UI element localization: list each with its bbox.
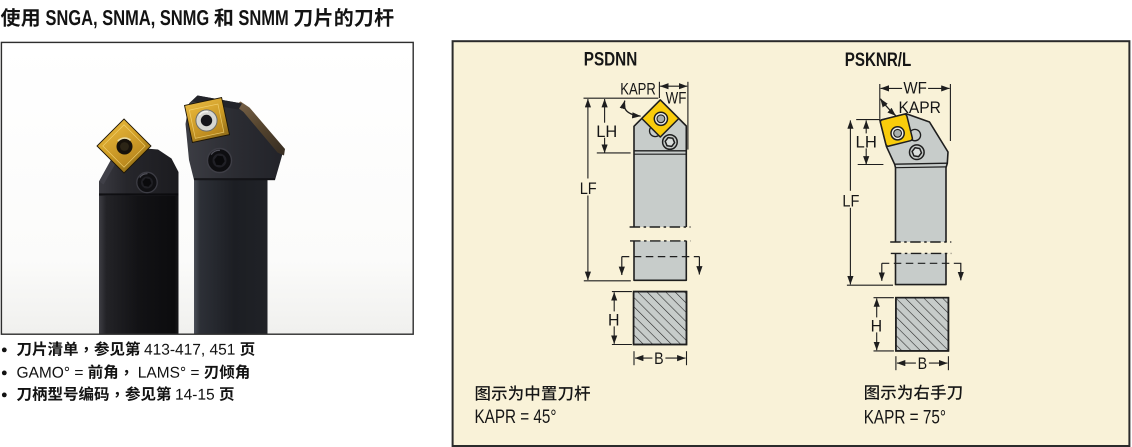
- label-b: B: [654, 349, 664, 368]
- screw-left: [136, 171, 158, 194]
- insert-right: [183, 96, 231, 144]
- notes-list: [1, 341, 255, 402]
- label-kapr: KAPR: [620, 80, 656, 99]
- label-h: H: [871, 316, 883, 335]
- shank-section-square: [632, 290, 688, 346]
- page-title-glyphs: [0, 8, 394, 29]
- length-continuation-arrows: [618, 256, 703, 276]
- diagram-psknr: [841, 81, 964, 371]
- caption-psknr-glyphs: [865, 384, 962, 400]
- label-lf: LF: [580, 179, 597, 198]
- toolholder-photo: [2, 43, 413, 334]
- left-toolholder: [96, 118, 179, 334]
- photo-frame: [0, 41, 414, 335]
- label-kapr: KAPR: [899, 98, 941, 117]
- length-continuation-arrows: [878, 262, 964, 281]
- shank-section-square: [895, 296, 950, 352]
- clamp-screw-icon: [661, 133, 678, 151]
- label-h: H: [608, 310, 620, 329]
- label-b: B: [918, 354, 928, 373]
- kapr-angle-arc: [619, 100, 641, 119]
- angle-note-psdnn: KAPR = 45°: [475, 407, 557, 428]
- screw-right: [206, 147, 233, 174]
- diagram-title-psknr: PSKNR/L: [845, 49, 912, 71]
- angle-note-psknr: KAPR = 75°: [864, 407, 946, 428]
- right-toolholder: [183, 95, 285, 334]
- label-lh: LH: [596, 122, 617, 141]
- diagram-panel: [451, 40, 1131, 447]
- insert-left: [96, 118, 152, 174]
- kapr-angle-arc: [879, 98, 897, 117]
- label-lf: LF: [842, 191, 859, 210]
- label-lh: LH: [856, 132, 877, 151]
- label-wf: WF: [666, 88, 687, 107]
- diagram-title-psdnn: PSDNN: [584, 48, 638, 70]
- clamp-screw-icon: [908, 144, 925, 161]
- insert-diamond-icon: [641, 99, 680, 138]
- caption-psdnn-glyphs: [475, 385, 590, 401]
- label-wf: WF: [903, 79, 927, 98]
- diagram-psdnn: [578, 81, 703, 366]
